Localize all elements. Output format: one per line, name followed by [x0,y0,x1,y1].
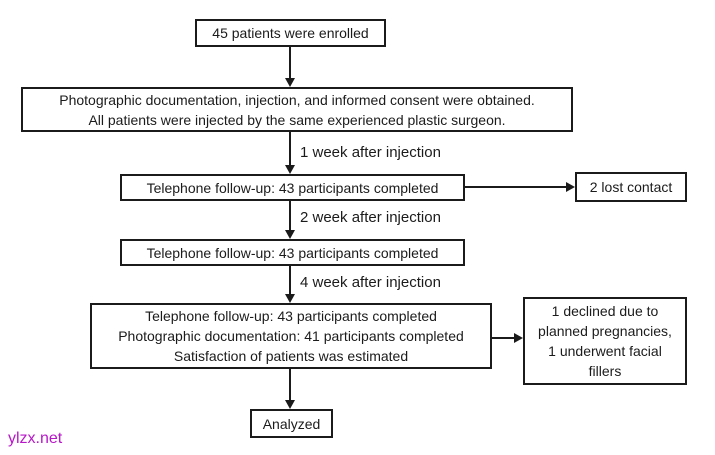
arrow-final-to-analyzed [285,369,295,409]
arrow-label-week2: 2 week after injection [300,209,441,226]
arrow-to-lost-contact [465,182,575,192]
box-final-followup: Telephone follow-up: 43 participants com… [90,303,492,369]
box-analyzed-text: Analyzed [262,415,321,432]
arrow-enrolled-to-consent [285,47,295,87]
box-enrolled: 45 patients were enrolled [195,19,386,47]
box-exclusions-line4: fillers [588,363,622,379]
box-lost-contact-text: 2 lost contact [589,179,673,195]
box-lost-contact: 2 lost contact [575,172,687,202]
box-followup-week1-text: Telephone follow-up: 43 participants com… [146,179,439,196]
arrow-to-exclusions [492,333,523,343]
box-exclusions-line3: 1 underwent facial [548,343,662,359]
box-enrolled-text: 45 patients were enrolled [212,25,369,41]
box-followup-week1: Telephone follow-up: 43 participants com… [120,174,465,201]
box-followup-week2: Telephone follow-up: 43 participants com… [120,239,465,266]
box-analyzed: Analyzed [250,409,333,438]
box-exclusions: 1 declined due to planned pregnancies, 1… [523,297,687,385]
box-final-followup-line3: Satisfaction of patients was estimated [173,348,409,364]
box-final-followup-line2: Photographic documentation: 41 participa… [118,328,464,344]
box-consent-line2: All patients were injected by the same e… [88,111,506,128]
arrow-consent-to-week1 [285,132,295,174]
arrow-label-week1: 1 week after injection [300,144,441,161]
box-exclusions-line1: 1 declined due to [551,303,659,319]
box-consent: Photographic documentation, injection, a… [21,87,573,132]
arrow-label-week4: 4 week after injection [300,274,441,291]
arrow-week1-to-week2 [285,201,295,239]
box-consent-line1: Photographic documentation, injection, a… [59,91,535,108]
box-followup-week2-text: Telephone follow-up: 43 participants com… [146,244,439,261]
box-exclusions-line2: planned pregnancies, [538,323,672,339]
watermark-ylzx: ylzx.net [8,430,63,447]
arrow-week2-to-week4 [285,266,295,303]
box-final-followup-line1: Telephone follow-up: 43 participants com… [145,308,437,324]
